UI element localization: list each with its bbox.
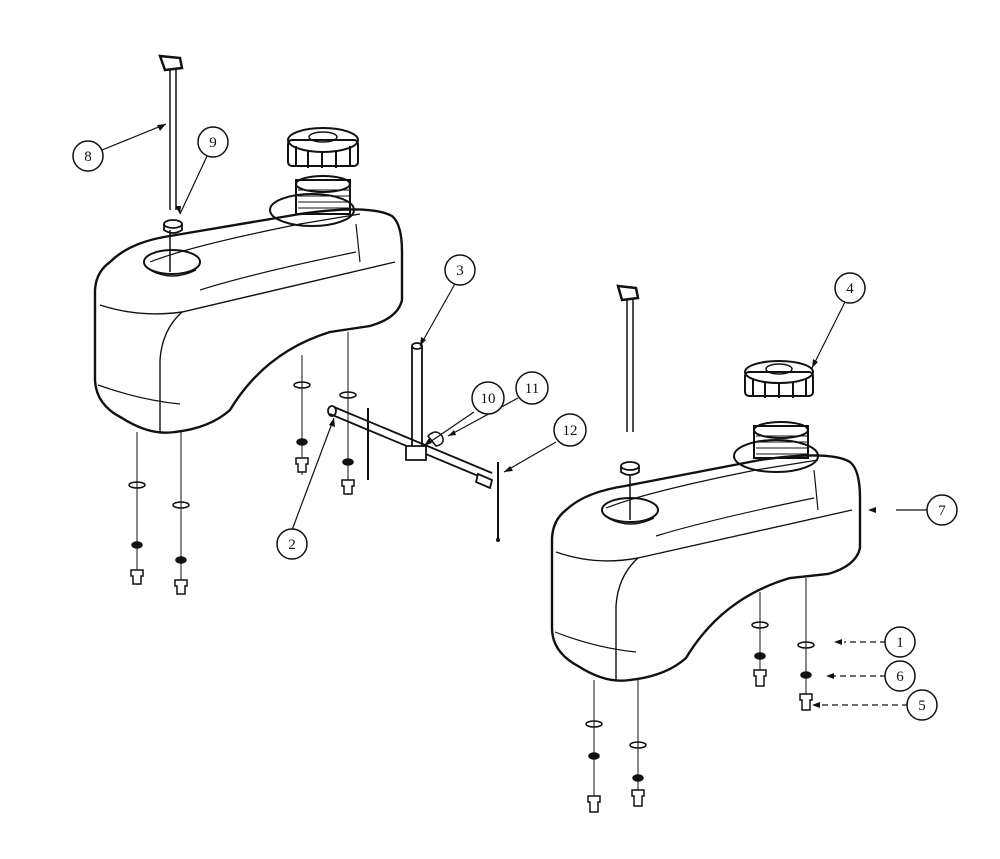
callout-6: 6 — [884, 660, 916, 692]
callout-2-label: 2 — [288, 537, 296, 553]
right-tank-front-hardware — [585, 680, 647, 813]
left-fuel-pickup-fitting — [143, 249, 201, 277]
callout-12-label: 12 — [563, 423, 578, 439]
leader-10 — [423, 411, 475, 447]
leader-2 — [291, 417, 335, 531]
callout-10: 10 — [471, 381, 505, 415]
leader-8 — [101, 123, 167, 151]
left-fuel-pickup-tube — [158, 54, 184, 272]
callout-9: 9 — [197, 126, 229, 158]
callout-5: 5 — [906, 689, 938, 721]
right-tank-filler-neck — [733, 421, 819, 473]
leader-lines — [101, 123, 928, 706]
callout-12: 12 — [553, 413, 587, 447]
callout-5-label: 5 — [918, 698, 926, 714]
callout-11-label: 11 — [525, 381, 539, 397]
crossover-tube-assembly — [327, 342, 500, 542]
callout-2: 2 — [276, 528, 308, 560]
left-fuel-cap-icon — [287, 127, 359, 168]
right-fuel-tank — [550, 454, 862, 682]
leader-3 — [419, 281, 457, 347]
callout-7: 7 — [926, 494, 958, 526]
leader-9 — [179, 153, 209, 215]
right-fuel-pickup-tube — [616, 284, 640, 520]
callout-6-label: 6 — [896, 669, 904, 685]
right-fuel-cap-icon — [744, 360, 814, 398]
callout-7-label: 7 — [938, 503, 946, 519]
callout-11: 11 — [515, 371, 549, 405]
left-tank-filler-neck — [269, 175, 355, 227]
callout-8-label: 8 — [84, 149, 92, 165]
callout-10-label: 10 — [481, 391, 496, 407]
left-fuel-tank — [93, 208, 404, 434]
callout-3: 3 — [444, 254, 476, 286]
leader-11 — [447, 397, 519, 437]
left-grommet — [163, 219, 183, 234]
callout-1-label: 1 — [896, 635, 904, 651]
left-tank-rear-hardware — [293, 332, 369, 495]
right-grommet — [620, 461, 640, 476]
leader-arrowheads — [157, 124, 876, 708]
leader-12 — [503, 441, 557, 473]
right-tank-rear-hardware — [751, 578, 815, 711]
left-tank-front-hardware — [128, 432, 190, 595]
callout-8: 8 — [72, 140, 104, 172]
callout-1: 1 — [884, 626, 916, 658]
callout-4: 4 — [834, 272, 866, 304]
callout-9-label: 9 — [209, 135, 217, 151]
callout-4-label: 4 — [846, 281, 854, 297]
leader-4 — [811, 299, 847, 369]
callout-3-label: 3 — [456, 263, 464, 279]
